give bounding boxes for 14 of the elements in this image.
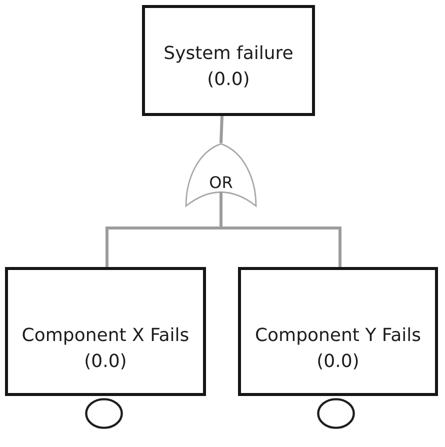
event-box <box>5 267 206 396</box>
probability-value: (0.0) <box>84 350 127 374</box>
connector-line <box>220 207 342 267</box>
event-box <box>238 267 438 396</box>
event-box <box>142 5 315 116</box>
basic-event-circle <box>85 398 123 429</box>
event-name: System failure <box>164 42 294 66</box>
basic-event-circle <box>317 398 355 429</box>
probability-value: (0.0) <box>207 68 250 92</box>
probability-value: (0.0) <box>316 350 360 374</box>
connector-line <box>220 116 224 144</box>
event-name: Component X Fails <box>22 324 190 348</box>
gate-type-label: OR <box>209 174 233 192</box>
event-name: Component Y Fails <box>254 324 422 348</box>
